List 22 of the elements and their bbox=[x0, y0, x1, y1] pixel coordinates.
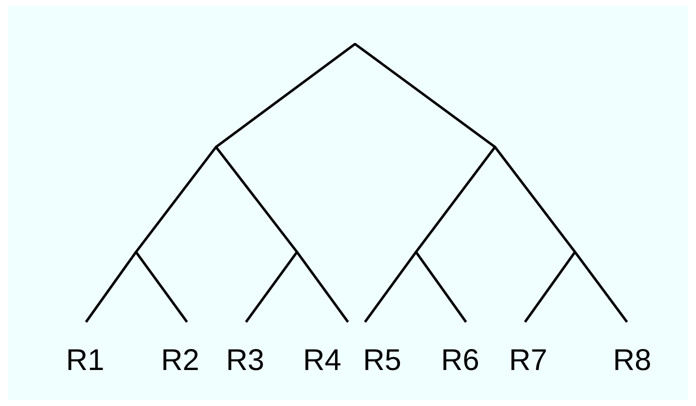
leaf-label: R7 bbox=[509, 344, 548, 378]
tree-branch-line bbox=[414, 251, 468, 323]
tree-branch-line bbox=[494, 146, 576, 253]
leaf-label: R3 bbox=[226, 344, 264, 378]
tree-branch-line bbox=[574, 251, 628, 323]
tree-branch-line bbox=[215, 43, 356, 148]
leaf-label: R2 bbox=[161, 344, 200, 378]
leaf-label: R8 bbox=[613, 344, 652, 378]
tree-branch-line bbox=[415, 146, 496, 253]
tree-branch-line bbox=[84, 251, 138, 323]
leaf-label: R6 bbox=[441, 344, 480, 378]
leaf-label: R1 bbox=[66, 344, 104, 378]
leaf-label: R5 bbox=[363, 344, 402, 378]
tree-branch-line bbox=[354, 43, 496, 148]
tree-branch-line bbox=[245, 251, 298, 323]
tree-branch-line bbox=[364, 251, 417, 323]
leaf-label: R4 bbox=[303, 344, 342, 378]
tree-branch-line bbox=[135, 251, 188, 323]
tree-branch-line bbox=[524, 251, 576, 323]
tree-branch-line bbox=[296, 251, 349, 323]
tree-branch-line bbox=[215, 146, 298, 253]
tree-branch-line bbox=[135, 146, 217, 253]
